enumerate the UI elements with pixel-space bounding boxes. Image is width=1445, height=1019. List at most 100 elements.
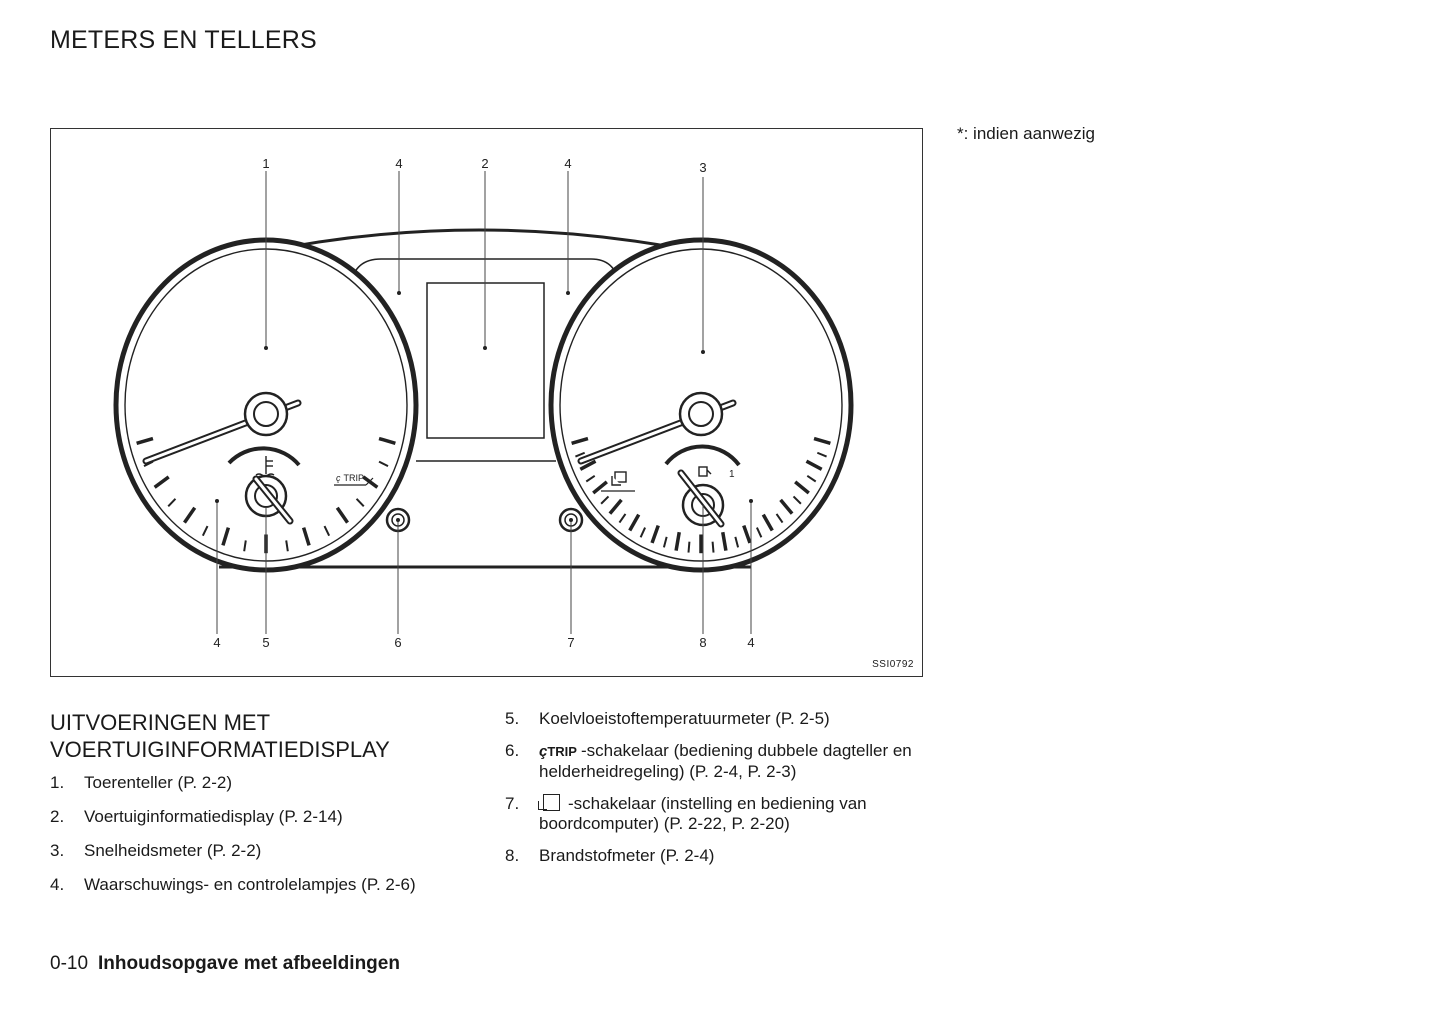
figure-code: SSI0792 — [872, 659, 914, 670]
callout-7: 7 — [567, 635, 574, 650]
gauge-tick — [378, 436, 396, 446]
callout-4-bottom-left: 4 — [213, 635, 220, 650]
item-text: Voertuiginformatiedisplay (P. 2-14) — [84, 807, 343, 826]
trip-icon: çTRIP — [539, 743, 577, 760]
gauge-tick — [575, 451, 586, 458]
gauge-tick — [816, 451, 827, 458]
item-number: 6. — [505, 741, 520, 760]
gauge-tick — [813, 436, 831, 446]
speedometer-gauge — [548, 237, 854, 573]
callout-points — [215, 291, 753, 522]
gauge-tick — [721, 531, 728, 551]
section-title-line-1: UITVOERINGEN MET — [50, 710, 271, 735]
callout-3: 3 — [699, 160, 706, 175]
gauge-tick — [592, 480, 608, 495]
callout-lines — [216, 171, 752, 634]
gauge-tick — [201, 525, 209, 537]
gauge-tick — [579, 459, 597, 471]
gauge-tick — [775, 513, 784, 524]
item-text: Waarschuwings- en controlelampjes (P. 2-… — [84, 875, 416, 894]
legend-list-left: 1. Toerenteller (P. 2-2) 2. Voertuiginform… — [50, 773, 480, 909]
gauge-tick — [600, 495, 610, 505]
section-title: UITVOERINGEN MET VOERTUIGINFORMATIEDISPL… — [50, 709, 390, 763]
callout-8: 8 — [699, 635, 706, 650]
gauge-tick — [571, 436, 589, 446]
gauge-tick — [687, 541, 691, 553]
gauge-tick — [794, 480, 810, 495]
gauge-tick — [756, 527, 763, 538]
gauge-tick — [167, 498, 177, 508]
list-item: 7. -schakelaar (instelling en bediening v… — [505, 794, 925, 834]
list-item: 8. Brandstofmeter (P. 2-4) — [505, 846, 925, 866]
page-footer: 0-10 Inhoudsopgave met afbeeldingen — [50, 953, 400, 975]
item-text: Toerenteller (P. 2-2) — [84, 773, 233, 792]
list-item: 6. çTRIP-schakelaar (bediening dubbele da… — [505, 741, 925, 782]
legend-list-right: 5. Koelvloeistoftemperatuurmeter (P. 2-5)… — [505, 709, 925, 878]
gauge-tick — [585, 475, 596, 483]
gauge-tick — [355, 498, 365, 508]
item-number: 5. — [505, 709, 520, 728]
gauge-tick — [378, 460, 389, 468]
callout-4-top-left: 4 — [395, 156, 402, 171]
item-number: 2. — [50, 807, 65, 826]
computer-switch-icon — [611, 471, 627, 486]
gauge-tick — [301, 527, 311, 546]
gauge-tick — [608, 498, 623, 515]
callout-4-bottom-right: 4 — [747, 635, 754, 650]
footer-title: Inhoudsopgave met afbeeldingen — [98, 953, 400, 974]
page-title: METERS EN TELLERS — [50, 26, 317, 54]
list-item: 2. Voertuiginformatiedisplay (P. 2-14) — [50, 807, 480, 841]
list-item: 4. Waarschuwings- en controlelampjes (P. … — [50, 875, 480, 909]
callout-5: 5 — [262, 635, 269, 650]
trip-icon-label: TRIP — [547, 744, 577, 759]
item-text: -schakelaar (bediening dubbele dagteller… — [539, 741, 912, 781]
gauge-tick — [806, 475, 817, 483]
fuel-pump-icon — [698, 466, 712, 477]
gauge-tick — [628, 513, 641, 532]
computer-switch-icon — [538, 794, 560, 811]
item-number: 8. — [505, 846, 520, 865]
gauge-tick — [323, 525, 331, 537]
gauge-tick — [662, 536, 668, 548]
page-number: 0-10 — [50, 953, 89, 974]
list-item: 5. Koelvloeistoftemperatuurmeter (P. 2-5) — [505, 709, 925, 729]
callout-6: 6 — [394, 635, 401, 650]
gauge-tick — [183, 506, 197, 524]
item-text: Brandstofmeter (P. 2-4) — [539, 846, 715, 865]
item-number: 7. — [505, 794, 520, 813]
gauge-tick — [650, 524, 660, 544]
gauge-tick — [243, 540, 247, 552]
gauge-tick — [734, 536, 740, 548]
section-title-line-2: VOERTUIGINFORMATIEDISPLAY — [50, 737, 390, 762]
gauge-tick — [335, 506, 349, 524]
gauge-tick — [362, 475, 379, 489]
gauge-tick — [742, 524, 752, 544]
item-number: 1. — [50, 773, 65, 792]
fuel-gauge-mark: 1 — [729, 469, 735, 480]
list-item: 1. Toerenteller (P. 2-2) — [50, 773, 480, 807]
callout-1: 1 — [262, 156, 269, 171]
gauge-tick — [779, 498, 794, 515]
item-number: 3. — [50, 841, 65, 860]
gauge-tick — [618, 513, 627, 524]
gauge-tick — [136, 436, 154, 446]
gauge-tick — [639, 527, 646, 538]
item-text: Snelheidsmeter (P. 2-2) — [84, 841, 262, 860]
gauge-tick — [674, 531, 681, 551]
gauge-tick — [285, 540, 289, 552]
gauge-tick — [805, 459, 823, 471]
gauge-tick — [761, 513, 774, 532]
item-text: -schakelaar (instelling en bediening van… — [539, 794, 867, 833]
availability-note: *: indien aanwezig — [957, 124, 1095, 143]
item-text: Koelvloeistoftemperatuurmeter (P. 2-5) — [539, 709, 830, 728]
gauge-tick — [221, 527, 231, 546]
list-item: 3. Snelheidsmeter (P. 2-2) — [50, 841, 480, 875]
gauge-tick — [153, 475, 170, 489]
gauge-tick — [792, 495, 802, 505]
callout-4-top-right: 4 — [564, 156, 571, 171]
callout-2: 2 — [481, 156, 488, 171]
item-number: 4. — [50, 875, 65, 894]
